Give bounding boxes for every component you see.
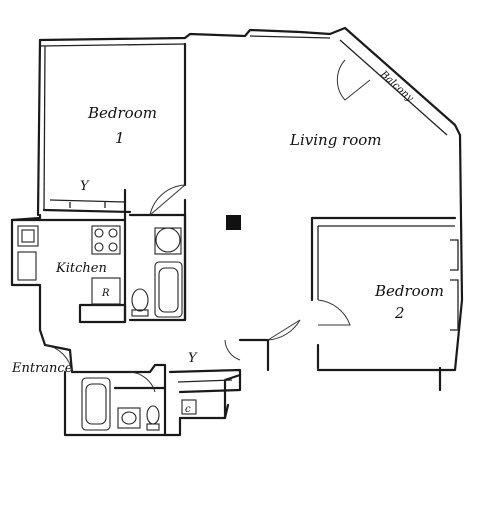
bathroom-sink-2	[117, 407, 141, 429]
labels: Bedroom 1 Living room Bedroom 2 Kitchen …	[11, 68, 444, 415]
fridge-mark: R	[101, 288, 110, 299]
bedroom2-label: Bedroom	[374, 282, 444, 300]
bathroom-sink	[155, 227, 181, 253]
closet-mark-2: Y	[188, 351, 198, 366]
living-room-label: Living room	[289, 131, 382, 149]
bedroom1-number: 1	[115, 129, 125, 147]
bedroom1-label: Bedroom	[87, 104, 157, 122]
toilet	[131, 288, 149, 312]
interior-walls	[10, 42, 459, 437]
stove	[91, 225, 121, 255]
toilet-2	[146, 405, 160, 425]
bathtub-2	[81, 377, 111, 431]
closet-mark-1: Y	[80, 179, 90, 194]
bedroom2-number: 2	[394, 304, 405, 322]
fridge	[91, 277, 121, 305]
closet-small-mark: c	[185, 404, 191, 415]
kitchen-label: Kitchen	[55, 261, 107, 276]
bathtub	[154, 261, 183, 318]
kitchen-sink	[17, 225, 39, 247]
column	[226, 215, 241, 230]
entrance-label: Entrance	[11, 361, 73, 376]
door-swings	[44, 59, 371, 393]
fixtures	[17, 215, 241, 431]
